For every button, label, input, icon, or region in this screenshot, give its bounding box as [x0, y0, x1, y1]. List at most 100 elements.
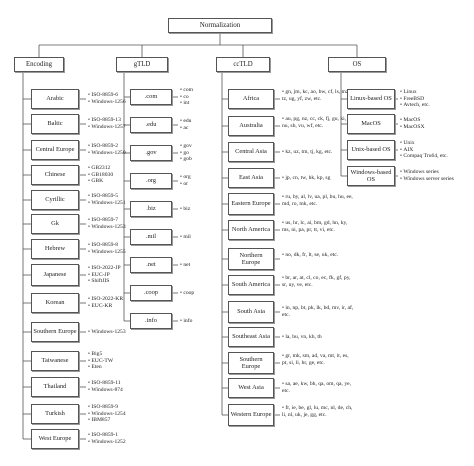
leaf-node: West Asia: [228, 378, 274, 398]
list-item: us, hr, lc, ai, bm, gd, hn, ky, ms, ni, …: [282, 220, 354, 233]
item-list: fr, ie, be, gl, lu, mc, nl, de, ch, li, …: [282, 405, 354, 418]
list-item: net: [180, 262, 210, 269]
list-item: MacOSX: [400, 124, 474, 131]
item-list: biz: [180, 206, 210, 213]
leaf-node: Eastern Europe: [228, 193, 274, 215]
item-list: coop: [180, 290, 210, 297]
list-item: Windows-1253: [88, 329, 168, 336]
item-list: comcoint: [180, 87, 210, 107]
leaf-node: Africa: [228, 89, 274, 109]
list-item: ISO-2022-JP: [88, 265, 168, 272]
list-item: EUC-KR: [88, 303, 168, 310]
list-item: ISO-8859-6: [88, 92, 168, 99]
item-list: ISO-8859-1Windows-1252: [88, 432, 168, 445]
list-item: sa, ae, kw, bh, qa, om, qa, ye, etc.: [282, 381, 354, 394]
list-item: biz: [180, 206, 210, 213]
list-item: Windows-1255: [88, 249, 168, 256]
category-os: OS: [328, 57, 386, 72]
leaf-node: Southeast Asia: [228, 327, 274, 347]
item-list: no, dk, fr, lt, se, uk, etc.: [282, 252, 354, 259]
item-list: eduac: [180, 118, 210, 131]
leaf-node: Central Asia: [228, 142, 274, 162]
list-item: Eten: [88, 364, 168, 371]
list-item: com: [180, 87, 210, 94]
list-item: no, dk, fr, lt, se, uk, etc.: [282, 252, 354, 259]
leaf-node: Chinese: [31, 165, 79, 185]
list-item: gr, mk, sm, ad, va, mt, it, es, pt, si, …: [282, 353, 354, 366]
list-item: ISO-8859-5: [88, 193, 168, 200]
list-item: jp, cn, tw, hk, kp, sg: [282, 175, 354, 182]
list-item: Windows series: [400, 169, 474, 176]
list-item: ShiftJIS: [88, 278, 168, 285]
leaf-node: MacOS: [347, 114, 395, 134]
item-list: au, pg, nz, cc, ck, fj, gu, ki, nu, sb, …: [282, 116, 354, 129]
leaf-node: East Asia: [228, 168, 274, 188]
leaf-node: Western Europe: [228, 404, 274, 426]
list-item: au, pg, nz, cc, ck, fj, gu, ki, nu, sb, …: [282, 116, 354, 129]
leaf-node: .coop: [130, 285, 172, 301]
leaf-node: South Asia: [228, 301, 274, 323]
leaf-node: .org: [130, 173, 172, 189]
item-list: LinuxFreeBSDAvtech, etc.: [400, 89, 474, 109]
category-gtld: gTLD: [116, 57, 168, 72]
leaf-node: West Europe: [31, 429, 79, 449]
list-item: co: [180, 94, 210, 101]
item-list: us, hr, lc, ai, bm, gd, hn, ky, ms, ni, …: [282, 220, 354, 233]
list-item: Windows-1256: [88, 99, 168, 106]
list-item: gov: [180, 143, 210, 150]
list-item: ISO-8859-11: [88, 380, 168, 387]
list-item: ISO-2022-KR: [88, 296, 168, 303]
item-list: ISO-8859-8Windows-1255: [88, 242, 168, 255]
list-item: FreeBSD: [400, 96, 474, 103]
list-item: Unix: [400, 140, 474, 147]
list-item: kz, uz, tm, tj, kg, etc.: [282, 149, 354, 156]
list-item: GBK: [88, 178, 168, 185]
list-item: Windows-1253: [88, 224, 168, 231]
item-list: govgogob: [180, 143, 210, 163]
list-item: info: [180, 318, 210, 325]
list-item: ru, by, al, lv, ua, pl, bu, hu, ee, md, …: [282, 194, 354, 207]
item-list: Windows-1253: [88, 329, 168, 336]
leaf-node: Gk: [31, 214, 79, 234]
leaf-node: Hebrew: [31, 239, 79, 259]
leaf-node: Turkish: [31, 404, 79, 424]
item-list: ISO-8859-6Windows-1256: [88, 92, 168, 105]
leaf-node: South America: [228, 275, 274, 295]
list-item: go: [180, 150, 210, 157]
item-list: mil: [180, 234, 210, 241]
item-list: sa, ae, kw, bh, qa, om, qa, ye, etc.: [282, 381, 354, 394]
leaf-node: Windows-based OS: [347, 166, 395, 186]
item-list: in, np, bt, pk, lk, bd, mv, ir, af, etc.: [282, 305, 354, 318]
item-list: kz, uz, tm, tj, kg, etc.: [282, 149, 354, 156]
list-item: Windows-1252: [88, 439, 168, 446]
item-list: jp, cn, tw, hk, kp, sg: [282, 175, 354, 182]
leaf-node: Linux-based OS: [347, 89, 395, 109]
list-item: Windows server series: [400, 176, 474, 183]
item-list: ISO-8859-9Windows-1254IBM857: [88, 404, 168, 424]
leaf-node: Thailand: [31, 377, 79, 397]
item-list: br, ar, at, cl, co, ec, fk, gf, py, sr, …: [282, 275, 354, 288]
item-list: ru, by, al, lv, ua, pl, bu, hu, ee, md, …: [282, 194, 354, 207]
list-item: Compaq Tru64, etc.: [400, 153, 474, 160]
list-item: MacOS: [400, 117, 474, 124]
leaf-node: Arabic: [31, 89, 79, 109]
leaf-node: .mil: [130, 229, 172, 245]
leaf-node: North America: [228, 220, 274, 240]
list-item: ISO-8859-2: [88, 143, 168, 150]
list-item: in, np, bt, pk, lk, bd, mv, ir, af, etc.: [282, 305, 354, 318]
item-list: ISO-8859-11Windows-874: [88, 380, 168, 393]
leaf-node: Taiwanese: [31, 351, 79, 371]
list-item: GB2312: [88, 165, 168, 172]
item-list: Windows seriesWindows server series: [400, 169, 474, 182]
list-item: IBM857: [88, 417, 168, 424]
leaf-node: .info: [130, 313, 172, 329]
list-item: ISO-8859-9: [88, 404, 168, 411]
list-item: coop: [180, 290, 210, 297]
item-list: net: [180, 262, 210, 269]
root-node: Normalization: [168, 18, 272, 33]
list-item: or: [180, 181, 210, 188]
leaf-node: Southern Europe: [228, 352, 274, 374]
list-item: gn, jm, kc, ao, bw, cf, ls, mz, tz, ug, …: [282, 89, 354, 102]
list-item: ac: [180, 125, 210, 132]
item-list: ISO-2022-KREUC-KR: [88, 296, 168, 309]
